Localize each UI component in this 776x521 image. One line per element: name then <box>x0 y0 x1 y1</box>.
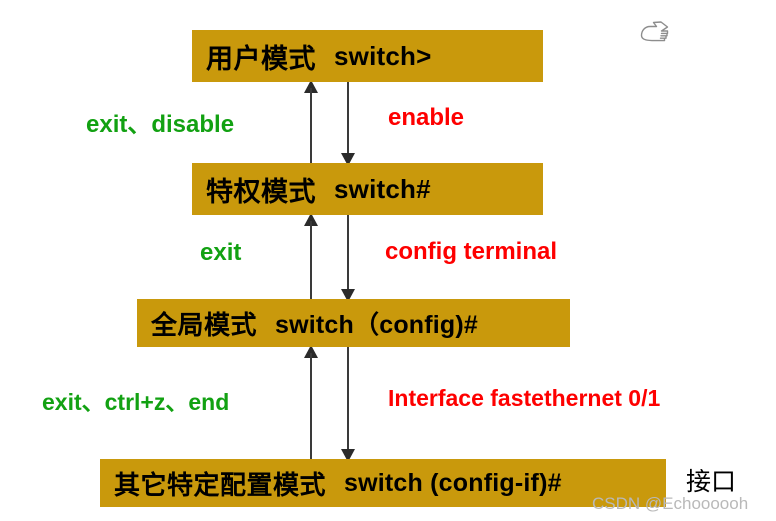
arrow-up-user-from-privileged <box>303 80 319 166</box>
mode-box-global: 全局模式 switch（config)# <box>137 299 570 347</box>
arrow-down-user-to-privileged <box>340 80 356 166</box>
arrow-head-up-icon <box>304 213 318 226</box>
arrow-down-privileged-to-global <box>340 213 356 302</box>
mode-box-interface-prompt: switch (config-if)# <box>344 468 562 497</box>
arrow-head-up-icon <box>304 80 318 93</box>
mode-box-privileged-cn: 特权模式 <box>206 176 316 208</box>
mode-box-privileged: 特权模式 switch# <box>192 163 543 215</box>
arrow-shaft <box>310 221 312 302</box>
transition-label-enable: enable <box>388 104 465 131</box>
arrow-shaft <box>347 345 349 454</box>
mode-box-user: 用户模式 switch> <box>192 30 543 82</box>
mode-box-global-cn: 全局模式 <box>151 310 258 341</box>
arrow-shaft <box>310 88 312 166</box>
mode-box-global-prompt: switch（config)# <box>275 311 479 339</box>
transition-label-exit: exit <box>200 239 242 266</box>
mode-box-privileged-prompt: switch# <box>334 173 431 204</box>
mode-box-user-cn: 用户模式 <box>206 43 316 75</box>
arrow-shaft <box>310 353 312 462</box>
arrow-shaft <box>347 213 349 294</box>
arrow-head-up-icon <box>304 345 318 358</box>
transition-label-exit-disable: exit、disable <box>86 111 235 138</box>
arrow-up-global-from-interface <box>303 345 319 462</box>
arrow-shaft <box>347 80 349 158</box>
arrow-head-down-icon <box>341 289 355 302</box>
arrow-up-privileged-from-global <box>303 213 319 302</box>
transition-label-config-terminal: config terminal <box>385 238 558 265</box>
annotation-interface-note: 接口 <box>686 467 737 496</box>
pointing-hand-right-icon <box>637 18 677 52</box>
watermark-text: CSDN @Echoooooh <box>592 494 749 513</box>
transition-label-exit-ctrlz-end: exit、ctrl+z、end <box>42 389 230 415</box>
arrow-head-down-icon <box>341 153 355 166</box>
transition-label-interface-fastethernet: Interface fastethernet 0/1 <box>388 385 661 411</box>
mode-box-interface: 其它特定配置模式 switch (config-if)# <box>100 459 666 507</box>
arrow-head-down-icon <box>341 449 355 462</box>
arrow-down-global-to-interface <box>340 345 356 462</box>
mode-box-interface-cn: 其它特定配置模式 <box>114 470 327 501</box>
mode-box-user-prompt: switch> <box>334 40 432 71</box>
